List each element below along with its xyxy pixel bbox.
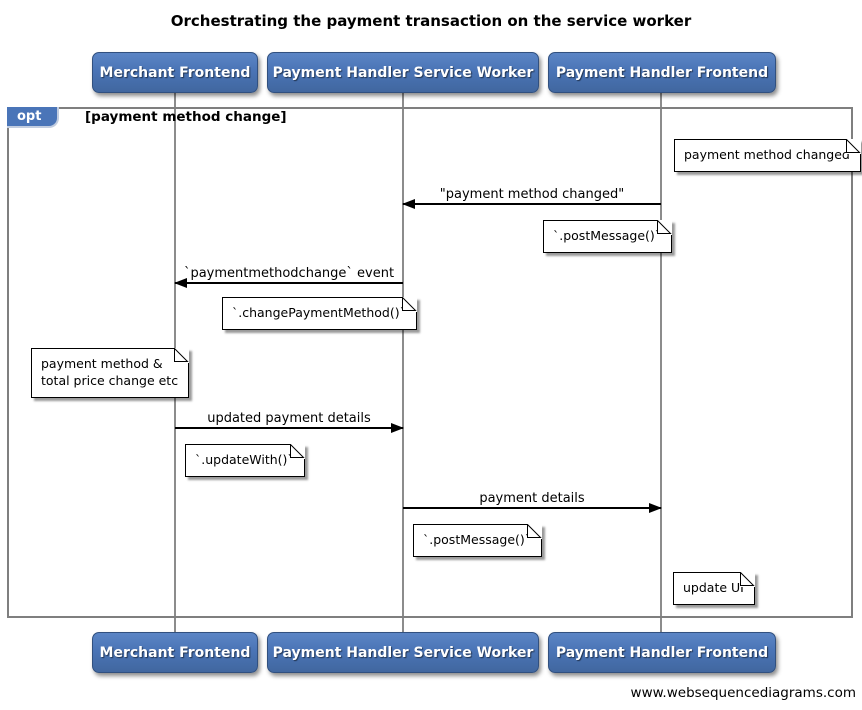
actor-payment-handler-service-worker-bottom: Payment Handler Service Worker [267, 632, 539, 673]
message-line [175, 427, 403, 429]
actor-label: Merchant Frontend [99, 64, 251, 81]
note-text: `.postMessage()` [423, 532, 532, 547]
opt-guard-label: [payment method change] [85, 109, 287, 125]
note-fold-corner-icon [174, 348, 190, 363]
lifeline-payment-handler-frontend [660, 93, 662, 633]
actor-label: Payment Handler Service Worker [272, 64, 534, 81]
message-paymentmethodchange-event: `paymentmethodchange` event [174, 266, 403, 288]
note-text: `.updateWith()` [195, 452, 294, 467]
note-update-ui: update UI [673, 572, 755, 605]
opt-operator-tab: opt [7, 107, 59, 128]
message-label: updated payment details [207, 411, 371, 426]
note-postmessage-1: `.postMessage()` [543, 220, 673, 253]
note-updatewith: `.updateWith()` [185, 444, 305, 477]
message-updated-payment-details: updated payment details [175, 411, 404, 433]
message-label: `paymentmethodchange` event [183, 266, 395, 281]
note-text: payment method & total price change etc [41, 356, 179, 388]
note-changepaymentmethod: `.changePaymentMethod()` [222, 297, 417, 330]
note-text: `.changePaymentMethod()` [232, 305, 406, 320]
actor-merchant-frontend-bottom: Merchant Frontend [92, 632, 258, 673]
opt-fragment-frame [7, 107, 853, 618]
arrowhead-right-icon [391, 423, 404, 433]
message-label: "payment method changed" [439, 187, 625, 202]
note-fold-corner-icon [289, 444, 305, 459]
note-fold-corner-icon [401, 297, 417, 312]
diagram-title: Orchestrating the payment transaction on… [170, 12, 692, 30]
actor-payment-handler-frontend-bottom: Payment Handler Frontend [548, 632, 776, 673]
note-payment-method-changed: payment method changed [674, 139, 861, 172]
note-fold-corner-icon [657, 220, 673, 235]
note-text: update UI [683, 580, 744, 595]
note-payment-method-total-price: payment method & total price change etc [31, 348, 190, 398]
arrowhead-left-icon [402, 199, 415, 209]
message-payment-details: payment details [403, 491, 662, 513]
actor-payment-handler-service-worker-top: Payment Handler Service Worker [267, 52, 539, 93]
actor-label: Payment Handler Frontend [555, 64, 769, 81]
actor-label: Merchant Frontend [99, 644, 251, 661]
note-text: `.postMessage()` [553, 228, 662, 243]
message-line [403, 507, 661, 509]
arrowhead-left-icon [174, 278, 187, 288]
note-text: payment method changed [684, 147, 850, 162]
actor-label: Payment Handler Frontend [555, 644, 769, 661]
watermark-websequencediagrams: www.websequencediagrams.com [630, 685, 856, 701]
message-line [175, 282, 403, 284]
actor-payment-handler-frontend-top: Payment Handler Frontend [548, 52, 776, 93]
note-postmessage-2: `.postMessage()` [413, 524, 543, 557]
message-label: payment details [479, 491, 585, 506]
note-fold-corner-icon [527, 524, 543, 539]
lifeline-payment-handler-service-worker [402, 93, 404, 633]
message-line [403, 203, 661, 205]
actor-label: Payment Handler Service Worker [272, 644, 534, 661]
actor-merchant-frontend-top: Merchant Frontend [92, 52, 258, 93]
message-payment-method-changed: "payment method changed" [402, 187, 661, 209]
arrowhead-right-icon [649, 503, 662, 513]
note-fold-corner-icon [739, 572, 755, 587]
note-fold-corner-icon [845, 139, 861, 154]
